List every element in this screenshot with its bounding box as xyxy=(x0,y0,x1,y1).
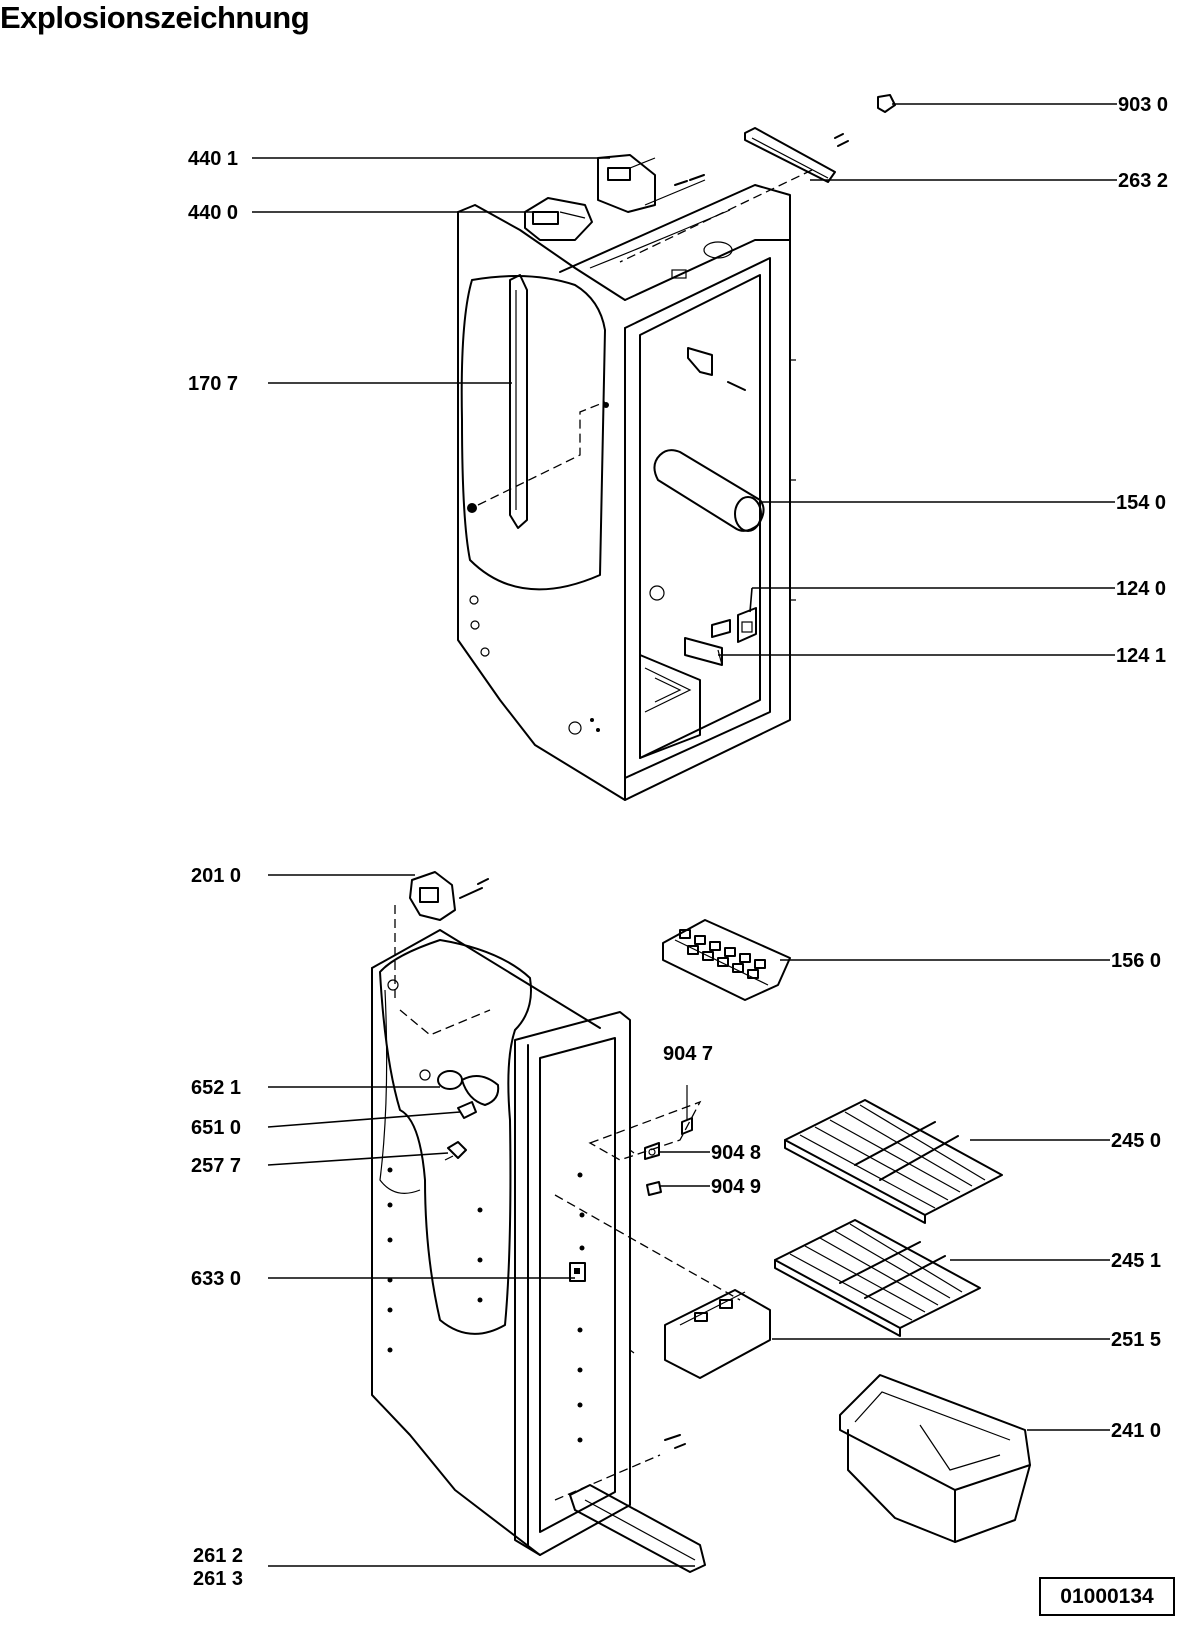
label-1560: 156 0 xyxy=(1111,950,1161,972)
part-9047-bracket xyxy=(681,1085,693,1135)
label-1707: 170 7 xyxy=(188,373,238,395)
part-2577-plug xyxy=(444,1141,467,1161)
label-2450: 245 0 xyxy=(1111,1130,1161,1152)
part-6510-switch xyxy=(457,1101,477,1119)
label-6521: 652 1 xyxy=(191,1077,241,1099)
label-4400: 440 0 xyxy=(188,202,238,224)
lower-liner-assembly xyxy=(371,905,741,1556)
part-2612-hinge-rail xyxy=(569,1434,706,1573)
label-1540: 154 0 xyxy=(1116,492,1166,514)
label-2632: 263 2 xyxy=(1118,170,1168,192)
label-9049: 904 9 xyxy=(711,1176,761,1198)
part-labels: 903 0 440 1 263 2 440 0 170 7 154 0 124 … xyxy=(188,94,1168,1590)
document-id-box: 01000134 xyxy=(1039,1577,1175,1616)
part-2451-wire-shelf xyxy=(774,1219,981,1337)
part-9049-pin xyxy=(646,1181,662,1196)
label-9030: 903 0 xyxy=(1118,94,1168,116)
part-1560-ice-tray xyxy=(662,919,791,1001)
part-bracket-upper-right xyxy=(687,347,746,391)
label-2577: 257 7 xyxy=(191,1155,241,1177)
part-1241-bracket xyxy=(684,637,723,666)
part-6330-fan xyxy=(569,1262,586,1282)
part-4400-thermostat xyxy=(524,197,593,241)
label-2515: 251 5 xyxy=(1111,1329,1161,1351)
part-2450-wire-shelf xyxy=(784,1099,1003,1224)
label-4401: 440 1 xyxy=(188,148,238,170)
label-2010: 201 0 xyxy=(191,865,241,887)
leader-lines xyxy=(252,103,1117,1567)
part-1540-duct xyxy=(653,449,765,532)
part-4401-cover xyxy=(597,154,706,213)
part-2410-crisper-bin xyxy=(839,1374,1031,1543)
label-1241: 124 1 xyxy=(1116,645,1166,667)
label-9048: 904 8 xyxy=(711,1142,761,1164)
part-6521-lamp-socket xyxy=(437,1070,500,1106)
page-title: Explosionszeichnung xyxy=(0,0,310,35)
part-1240-bracket xyxy=(711,607,757,643)
label-2410: 241 0 xyxy=(1111,1420,1161,1442)
label-1240: 124 0 xyxy=(1116,578,1166,600)
label-9047: 904 7 xyxy=(663,1043,713,1065)
part-9030-clip xyxy=(877,94,896,113)
label-2451: 245 1 xyxy=(1111,1250,1161,1272)
part-2010-lamp-housing xyxy=(409,871,489,921)
label-2613: 261 3 xyxy=(193,1568,243,1590)
label-2612: 261 2 xyxy=(193,1545,243,1567)
part-2515-cover xyxy=(664,1289,771,1379)
label-6330: 633 0 xyxy=(191,1268,241,1290)
label-6510: 651 0 xyxy=(191,1117,241,1139)
upper-liner-assembly xyxy=(457,184,796,801)
part-9048-pin xyxy=(644,1142,660,1160)
part-2632-strip xyxy=(619,127,849,263)
